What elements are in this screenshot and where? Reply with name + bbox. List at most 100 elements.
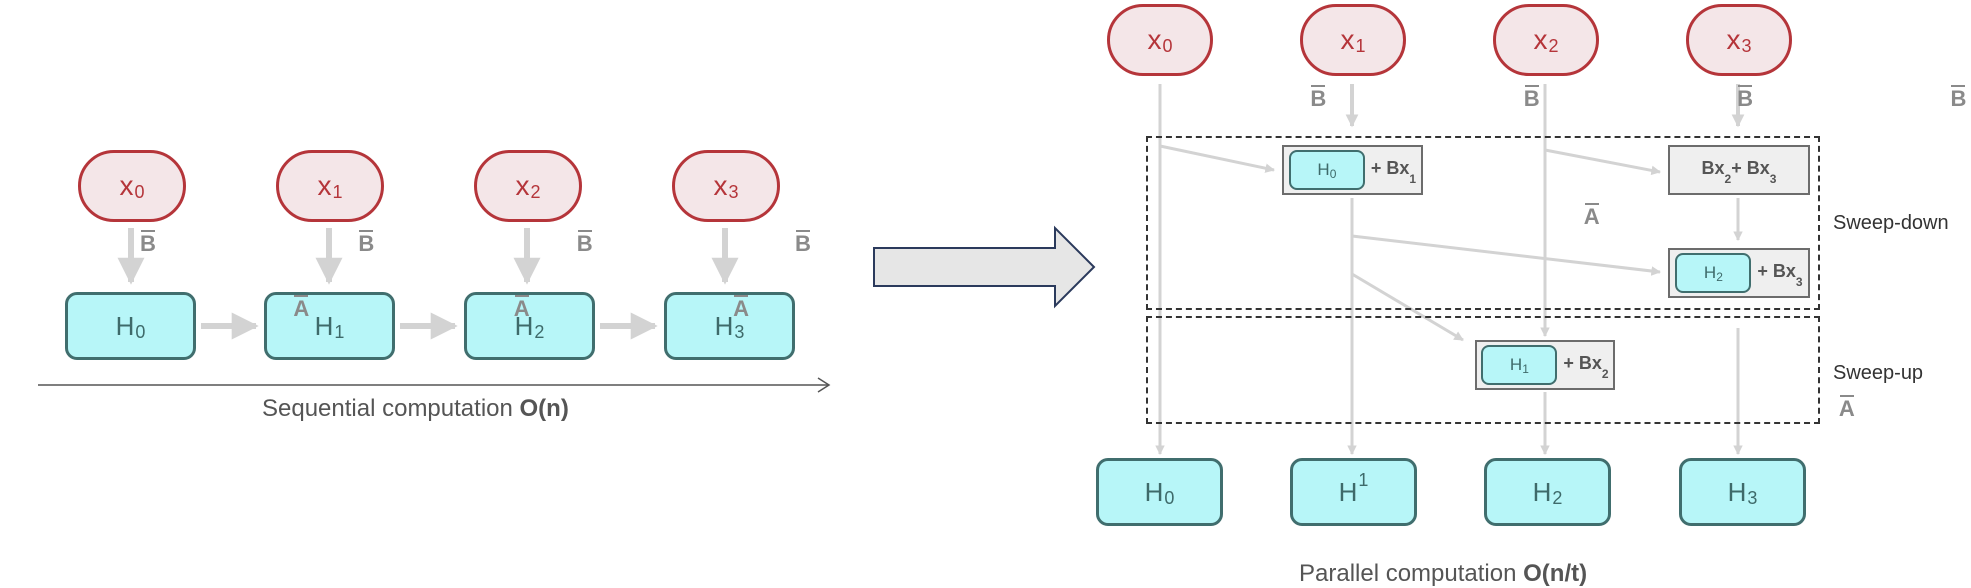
node-subscript: 0 xyxy=(1164,487,1175,508)
node-subscript: 1 xyxy=(1355,35,1366,56)
mini-label: H xyxy=(1317,160,1330,179)
node-subscript: 3 xyxy=(1747,487,1758,508)
combo-plus-term: + Bx xyxy=(1757,261,1796,282)
node-label: x xyxy=(713,170,728,201)
right-diagonal-arrows xyxy=(1159,144,1661,342)
node-subscript: 3 xyxy=(734,321,745,342)
node-superscript: 1 xyxy=(1358,469,1369,490)
combo-term: + Bx2 xyxy=(1563,353,1608,381)
node-label: x xyxy=(119,170,134,201)
left-b-arrows xyxy=(117,228,739,285)
node-subscript: 2 xyxy=(530,181,541,202)
node-label: H xyxy=(115,310,135,341)
node-label: x xyxy=(317,170,332,201)
combo-plus-term: + Bx xyxy=(1731,158,1770,179)
combo-term: + Bx1 xyxy=(1370,158,1416,186)
combo-bx2-bx3: Bx2+ Bx3 xyxy=(1668,145,1810,195)
sweep-down-region xyxy=(1146,136,1820,310)
node-label: H xyxy=(1144,476,1164,507)
node-subscript: 0 xyxy=(134,181,145,202)
right-b-label-1: B xyxy=(1523,85,1540,111)
node-label: H xyxy=(714,310,734,341)
combo-subscript: 1 xyxy=(1409,171,1417,186)
sweep-up-region xyxy=(1146,316,1820,424)
mini-subscript: 2 xyxy=(1716,270,1723,284)
right-a-label-sweepup-2: A xyxy=(1838,395,1855,421)
node-subscript: 3 xyxy=(1741,35,1752,56)
left-b-label-3: B xyxy=(795,230,811,256)
caption-complexity: O(n/t) xyxy=(1523,560,1588,587)
transform-arrow xyxy=(873,225,1096,309)
right-b-label-3: B xyxy=(1950,85,1967,111)
combo-term: Bx2+ Bx3 xyxy=(1701,158,1777,186)
combo-first-term: Bx xyxy=(1701,158,1725,179)
left-a-label-1: A xyxy=(513,295,530,321)
node-label: x xyxy=(1147,24,1162,55)
node-subscript: 1 xyxy=(332,181,343,202)
caption-text: Sequential computation xyxy=(262,395,520,422)
node-label: x xyxy=(1340,24,1355,55)
sweep-up-label: Sweep-up xyxy=(1833,362,1924,384)
right-b-arrows xyxy=(1345,84,1745,128)
left-b-label-1: B xyxy=(358,230,375,256)
combo-term: + Bx3 xyxy=(1757,261,1802,289)
right-b-label-2: B xyxy=(1737,85,1753,111)
left-b-label-2: B xyxy=(576,230,593,256)
node-label: H xyxy=(314,310,334,341)
sequential-caption: Sequential computation O(n) xyxy=(262,395,569,423)
node-label: x xyxy=(1726,24,1741,55)
node-label: x xyxy=(515,170,530,201)
left-b-label-0: B xyxy=(140,230,156,256)
combo-subscript: 2 xyxy=(1601,366,1609,381)
combo-subscript: 3 xyxy=(1795,274,1803,289)
node-label: H xyxy=(514,310,534,341)
mini-label: H xyxy=(1703,263,1717,282)
right-vertical-lines xyxy=(1155,84,1743,455)
node-label: H xyxy=(1727,476,1747,507)
node-subscript: 2 xyxy=(1548,35,1559,56)
node-subscript: 3 xyxy=(728,181,739,202)
node-subscript: 0 xyxy=(1162,35,1173,56)
node-subscript: 2 xyxy=(1552,487,1563,508)
node-label: H xyxy=(1338,476,1358,507)
node-label: x xyxy=(1533,24,1548,55)
left-a-label-2: A xyxy=(733,295,749,321)
mini-subscript: 0 xyxy=(1329,167,1337,181)
caption-text: Parallel computation xyxy=(1299,560,1524,587)
mini-label: H xyxy=(1509,355,1523,374)
combo-plus-term: + Bx xyxy=(1370,158,1410,179)
node-subscript: 2 xyxy=(534,321,545,342)
parallel-caption: Parallel computation O(n/t) xyxy=(1299,560,1587,588)
mini-subscript: 1 xyxy=(1522,362,1529,376)
node-label: H xyxy=(1532,476,1552,507)
combo-plus-term: + Bx xyxy=(1563,353,1602,374)
node-subscript: 1 xyxy=(334,321,345,342)
node-subscript: 0 xyxy=(135,321,146,342)
caption-complexity: O(n) xyxy=(519,395,569,422)
right-a-label-sweepdown-1: A xyxy=(1583,203,1600,229)
right-b-label-0: B xyxy=(1310,85,1327,111)
combo-subscript: 3 xyxy=(1769,171,1777,186)
